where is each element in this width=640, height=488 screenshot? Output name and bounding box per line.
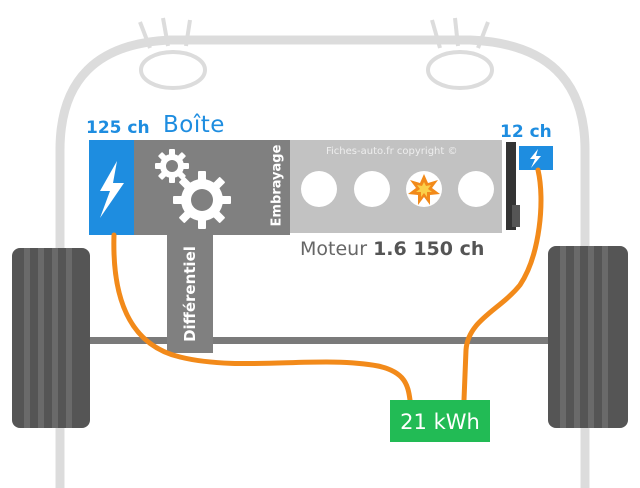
tire-left bbox=[12, 248, 90, 428]
gearbox-label: Boîte bbox=[163, 112, 225, 138]
clutch-block bbox=[264, 140, 290, 235]
battery-box bbox=[390, 400, 490, 442]
gear-icon bbox=[173, 171, 231, 229]
battery-capacity-label: 21 kWh bbox=[400, 410, 480, 434]
gear-icon bbox=[155, 149, 189, 183]
differential-label: Différentiel bbox=[181, 246, 199, 342]
tire-right bbox=[548, 246, 628, 428]
cylinder-1 bbox=[301, 171, 337, 207]
clutch-label: Embrayage bbox=[269, 144, 285, 227]
differential-column bbox=[167, 235, 213, 353]
copyright-text: Fiches-auto.fr copyright © bbox=[326, 146, 458, 157]
motor-right-power-label: 12 ch bbox=[500, 122, 552, 142]
engine-spec: 1.6 150 ch bbox=[373, 238, 485, 260]
flywheel-bar bbox=[506, 142, 516, 230]
wire-right bbox=[461, 167, 544, 403]
engine-label: Moteur 1.6 150 ch bbox=[300, 238, 484, 260]
flywheel-bar-lower bbox=[512, 205, 520, 227]
headlight-left bbox=[138, 17, 207, 90]
car-body-outline bbox=[55, 35, 590, 488]
motor-left-power-label: 125 ch bbox=[86, 118, 150, 138]
cylinder-2 bbox=[354, 171, 390, 207]
axle bbox=[88, 337, 548, 344]
lightning-icon bbox=[530, 149, 541, 168]
lightning-icon bbox=[100, 161, 124, 218]
engine-name: Moteur bbox=[300, 238, 368, 260]
explosion-icon bbox=[408, 174, 440, 205]
headlight-right bbox=[426, 17, 494, 90]
cylinder-4 bbox=[458, 171, 494, 207]
wire-left bbox=[111, 232, 413, 403]
